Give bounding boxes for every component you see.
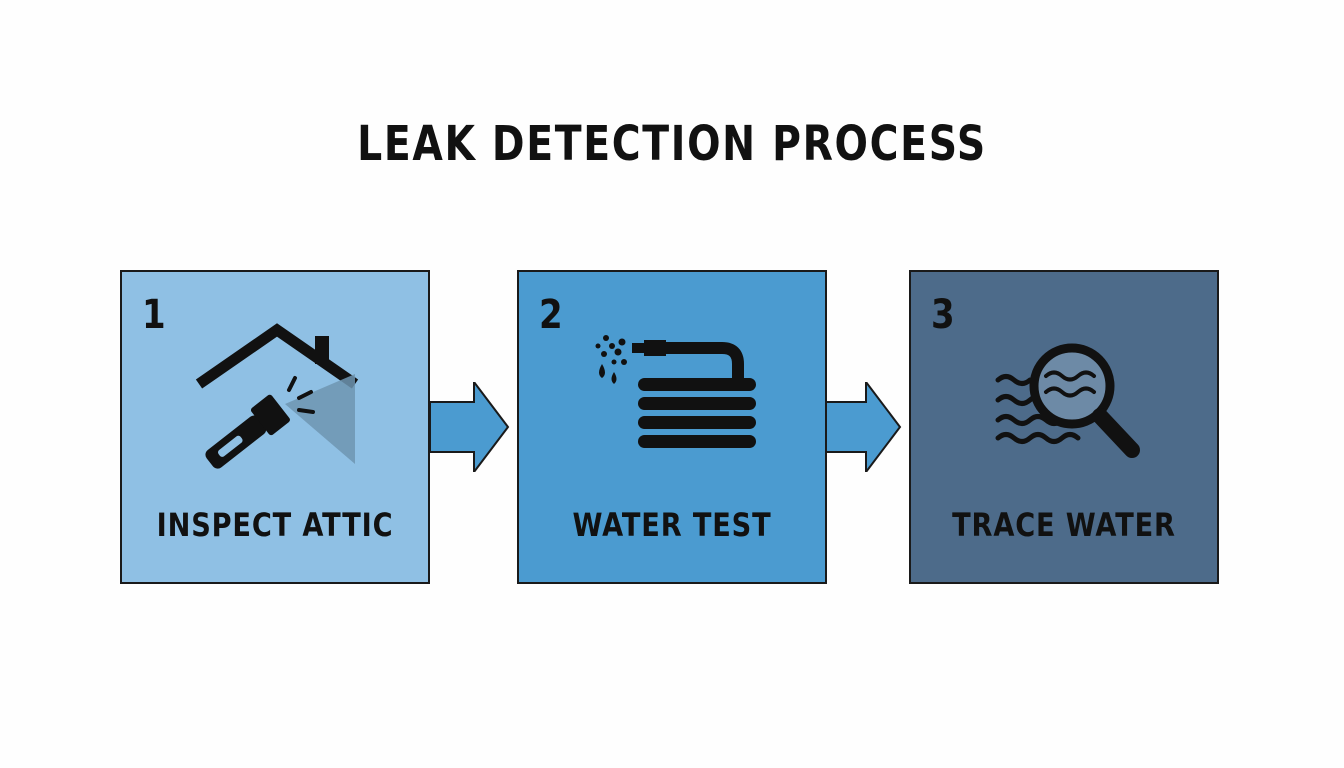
step-3-box: 3 TRACE WATER bbox=[909, 270, 1219, 584]
step-1-number: 1 bbox=[142, 292, 166, 338]
step-3-number: 3 bbox=[931, 292, 955, 338]
step-2-box: 2 WATER TEST bbox=[517, 270, 827, 584]
step-1-box: 1 INSPECT ATTIC bbox=[120, 270, 430, 584]
hose-spray-icon bbox=[595, 335, 756, 448]
step-2-label: WATER TEST bbox=[572, 506, 772, 544]
diagram-title: LEAK DETECTION PROCESS bbox=[357, 116, 987, 172]
house-flashlight-icon bbox=[195, 323, 359, 469]
magnifier-water-icon bbox=[995, 343, 1140, 458]
arrow-1-to-2 bbox=[430, 382, 510, 472]
step-3-label: TRACE WATER bbox=[952, 506, 1176, 544]
step-1-label: INSPECT ATTIC bbox=[156, 506, 394, 544]
arrow-2-to-3 bbox=[822, 382, 902, 472]
step-2-number: 2 bbox=[539, 292, 563, 338]
